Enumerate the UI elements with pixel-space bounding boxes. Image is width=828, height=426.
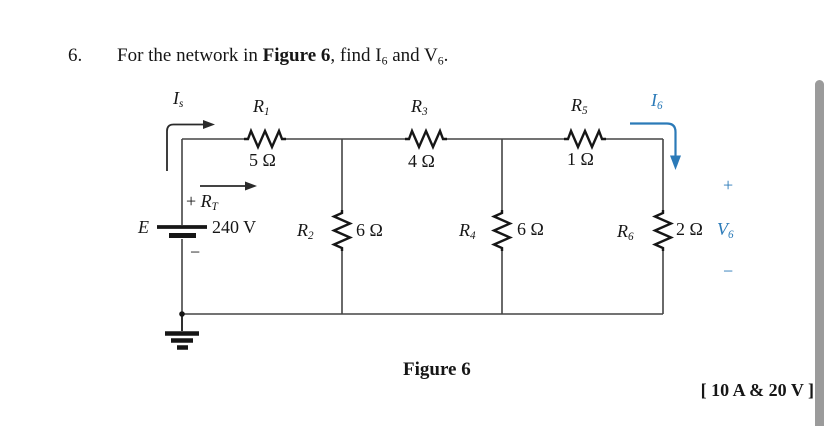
figure-caption: Figure 6 (403, 359, 471, 380)
label-is: Is (173, 88, 184, 111)
rt-arrowhead-icon (245, 181, 257, 191)
resistor-r4-symbol (491, 210, 513, 251)
battery-minus-sign: − (190, 242, 201, 262)
label-r4: R4 (459, 220, 476, 243)
label-rt: + RT (186, 191, 218, 214)
label-source-e: E (138, 217, 149, 237)
resistor-r2-symbol (331, 210, 353, 251)
label-r1: R1 (253, 96, 270, 119)
value-r1: 5 Ω (249, 150, 276, 170)
scrollbar-track (815, 80, 824, 426)
figure-reference: Figure 6 (262, 45, 331, 66)
scrollbar-thumb[interactable] (815, 80, 824, 426)
label-i6: I6 (651, 90, 663, 113)
problem-statement: For the network in Figure 6, find I6 and… (117, 45, 449, 68)
battery-symbol (157, 225, 207, 238)
value-source: 240 V (212, 217, 257, 237)
value-r4: 6 Ω (517, 219, 544, 239)
problem-number: 6. (68, 45, 83, 66)
resistor-r6-symbol (652, 210, 674, 251)
label-v6: V6 (717, 219, 734, 242)
ground-symbol (165, 314, 199, 350)
v6-minus-sign: − (723, 261, 734, 281)
rt-arrow (200, 181, 257, 191)
resistor-r3-symbol (405, 127, 447, 150)
v6-plus-sign: + (723, 175, 734, 195)
value-r2: 6 Ω (356, 220, 383, 240)
i6-arrowhead-icon (670, 155, 681, 170)
value-r3: 4 Ω (408, 151, 435, 171)
node-dot (179, 311, 185, 317)
resistor-r5-symbol (564, 127, 606, 150)
label-r6: R6 (617, 221, 634, 244)
is-arrowhead-icon (203, 120, 215, 129)
value-r6: 2 Ω (676, 219, 703, 239)
label-r5: R5 (571, 95, 588, 118)
statement-text: For the network in (117, 45, 263, 66)
resistor-r1-symbol (244, 127, 286, 150)
i6-current-arrow (630, 122, 681, 170)
is-current-arrow (166, 120, 215, 171)
label-r2: R2 (297, 220, 314, 243)
value-r5: 1 Ω (567, 149, 594, 169)
answer-text: [ 10 A & 20 V ] (700, 380, 814, 400)
label-r3: R3 (411, 96, 428, 119)
